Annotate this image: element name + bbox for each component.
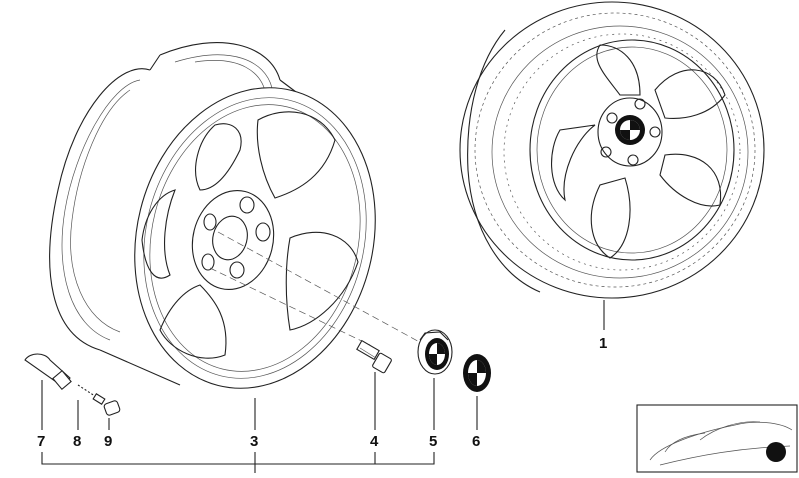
- callout-6: 6: [472, 433, 481, 450]
- light-alloy-rim: [49, 42, 376, 389]
- callout-1: 1: [599, 335, 608, 352]
- complete-wheel: [459, 1, 765, 299]
- emblem: [463, 354, 491, 392]
- callout-8: 8: [73, 433, 82, 450]
- callout-7: 7: [37, 433, 46, 450]
- leader-lines: [41, 300, 605, 473]
- callout-4: 4: [370, 433, 379, 450]
- hub-cap: [417, 329, 453, 375]
- wheel-bolt: [356, 339, 392, 374]
- callout-9: 9: [104, 433, 113, 450]
- callout-5: 5: [429, 433, 438, 450]
- wheel-center-emblem: [615, 115, 645, 145]
- valve-cap: [103, 400, 121, 416]
- valve-insert: [77, 384, 106, 405]
- wheel-location-marker-icon: [766, 442, 786, 462]
- valve-stem: [24, 353, 72, 390]
- vehicle-thumbnail: [636, 404, 798, 473]
- callout-3: 3: [250, 433, 259, 450]
